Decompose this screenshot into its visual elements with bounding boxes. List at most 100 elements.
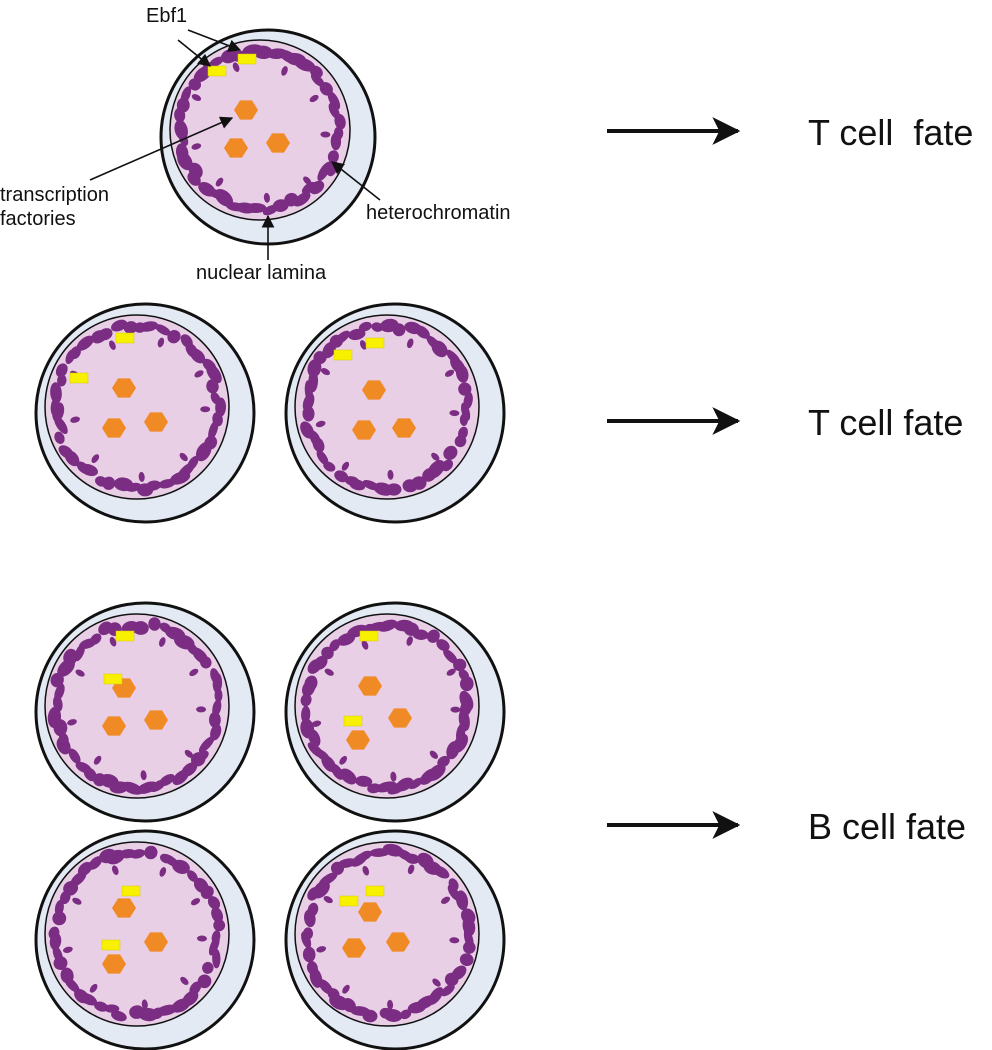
heterochromatin-blob <box>88 856 103 870</box>
heterochromatin-blob <box>195 441 212 462</box>
heterochromatin-blob <box>70 416 81 423</box>
ebf1-locus-icon <box>365 885 385 897</box>
heterochromatin-blob <box>348 328 366 341</box>
heterochromatin-blob <box>111 319 128 332</box>
heterochromatin-blob <box>175 143 189 163</box>
heterochromatin-blob <box>63 648 78 666</box>
heterochromatin-blob <box>355 775 373 787</box>
heterochromatin-blob <box>339 755 348 765</box>
heterochromatin-blob <box>377 619 398 632</box>
transcription-factory-icon <box>144 710 168 730</box>
nucleus-icon <box>44 314 230 500</box>
heterochromatin-blob <box>191 143 202 150</box>
heterochromatin-blob <box>379 1007 392 1019</box>
heterochromatin-blob <box>232 62 240 72</box>
heterochromatin-blob <box>323 896 333 904</box>
heterochromatin-blob <box>144 845 158 860</box>
heterochromatin-icon <box>300 318 473 496</box>
heterochromatin-blob <box>294 57 316 72</box>
heterochromatin-blob <box>414 325 430 339</box>
heterochromatin-blob <box>109 340 116 350</box>
heterochromatin-blob <box>311 720 322 727</box>
heterochromatin-blob <box>419 768 437 785</box>
heterochromatin-blob <box>130 849 146 859</box>
transcription-factories-label: transcription factories <box>0 184 115 230</box>
heterochromatin-blob <box>358 321 372 332</box>
heterochromatin-blob <box>77 861 93 876</box>
transcription-factory-icon <box>102 716 126 736</box>
transcription-factory-icon <box>224 138 248 158</box>
heterochromatin-icon <box>47 617 223 795</box>
heterochromatin-blob <box>443 649 458 664</box>
annotation-pointers <box>89 29 381 260</box>
nucleus-icon <box>44 613 230 799</box>
heterochromatin-blob <box>155 324 171 336</box>
heterochromatin-blob <box>406 636 413 646</box>
heterochromatin-blob <box>443 445 458 461</box>
heterochromatin-blob <box>324 668 334 676</box>
heterochromatin-blob <box>375 781 397 793</box>
ebf1-locus-icon <box>207 65 227 77</box>
heterochromatin-blob <box>327 91 341 110</box>
heterochromatin-blob <box>431 340 448 358</box>
cell-icon <box>34 829 256 1050</box>
heterochromatin-blob <box>262 204 279 216</box>
heterochromatin-blob <box>444 972 459 987</box>
heterochromatin-blob <box>139 321 159 332</box>
transcription-factory-icon <box>352 420 376 440</box>
transcription-factory-icon <box>358 676 382 696</box>
heterochromatin-blob <box>129 1005 145 1019</box>
nucleus-icon <box>44 841 230 1027</box>
heterochromatin-blob <box>158 478 176 489</box>
ebf1-locus-icon <box>365 337 385 349</box>
heterochromatin-blob <box>281 66 288 76</box>
heterochromatin-blob <box>67 719 77 726</box>
heterochromatin-blob <box>459 676 474 692</box>
cell-icon <box>284 302 506 524</box>
heterochromatin-blob <box>362 865 370 876</box>
heterochromatin-blob <box>301 705 311 724</box>
heterochromatin-blob <box>113 477 134 492</box>
heterochromatin-icon <box>301 843 476 1023</box>
heterochromatin-blob <box>189 668 199 677</box>
ebf1-locus-icon <box>103 673 123 685</box>
heterochromatin-blob <box>402 479 418 493</box>
transcription-factory-icon <box>112 378 136 398</box>
heterochromatin-blob <box>293 192 311 207</box>
heterochromatin-blob <box>57 374 67 387</box>
transcription-factories-line-1: transcription <box>0 184 109 206</box>
heterochromatin-blob <box>317 161 331 182</box>
ebf1-pointer-1 <box>177 39 211 67</box>
heterochromatin-blob <box>190 348 206 364</box>
heterochromatin-blob <box>212 948 221 969</box>
heterochromatin-blob <box>159 867 167 877</box>
heterochromatin-blob <box>320 368 331 376</box>
transcription-factory-icon <box>112 898 136 918</box>
transcription-factory-icon <box>144 412 168 432</box>
heterochromatin-blob <box>180 976 189 985</box>
heterochromatin-blob <box>334 470 349 483</box>
heterochromatin-blob <box>459 690 474 711</box>
heterochromatin-blob <box>407 1001 427 1014</box>
heterochromatin-blob <box>93 755 102 765</box>
heterochromatin-blob <box>213 919 226 932</box>
heterochromatin-blob <box>304 675 318 692</box>
heterochromatin-blob <box>50 382 62 404</box>
heterochromatin-blob <box>157 337 165 348</box>
heterochromatin-blob <box>318 872 338 887</box>
cell-icon <box>159 28 377 246</box>
heterochromatin-blob <box>209 56 224 67</box>
transcription-factory-icon <box>102 418 126 438</box>
transcription-factory-icon <box>342 938 366 958</box>
heterochromatin-blob <box>307 902 319 917</box>
heterochromatin-blob <box>446 741 460 760</box>
transcription-factories-pointer <box>89 116 234 181</box>
heterochromatin-blob <box>76 461 90 474</box>
heterochromatin-blob <box>89 983 98 993</box>
heterochromatin-blob <box>342 984 350 994</box>
heterochromatin-blob <box>306 960 318 975</box>
heterochromatin-blob <box>334 113 346 130</box>
heterochromatin-blob <box>172 769 189 786</box>
heterochromatin-blob <box>184 749 194 758</box>
heterochromatin-blob <box>123 321 138 334</box>
